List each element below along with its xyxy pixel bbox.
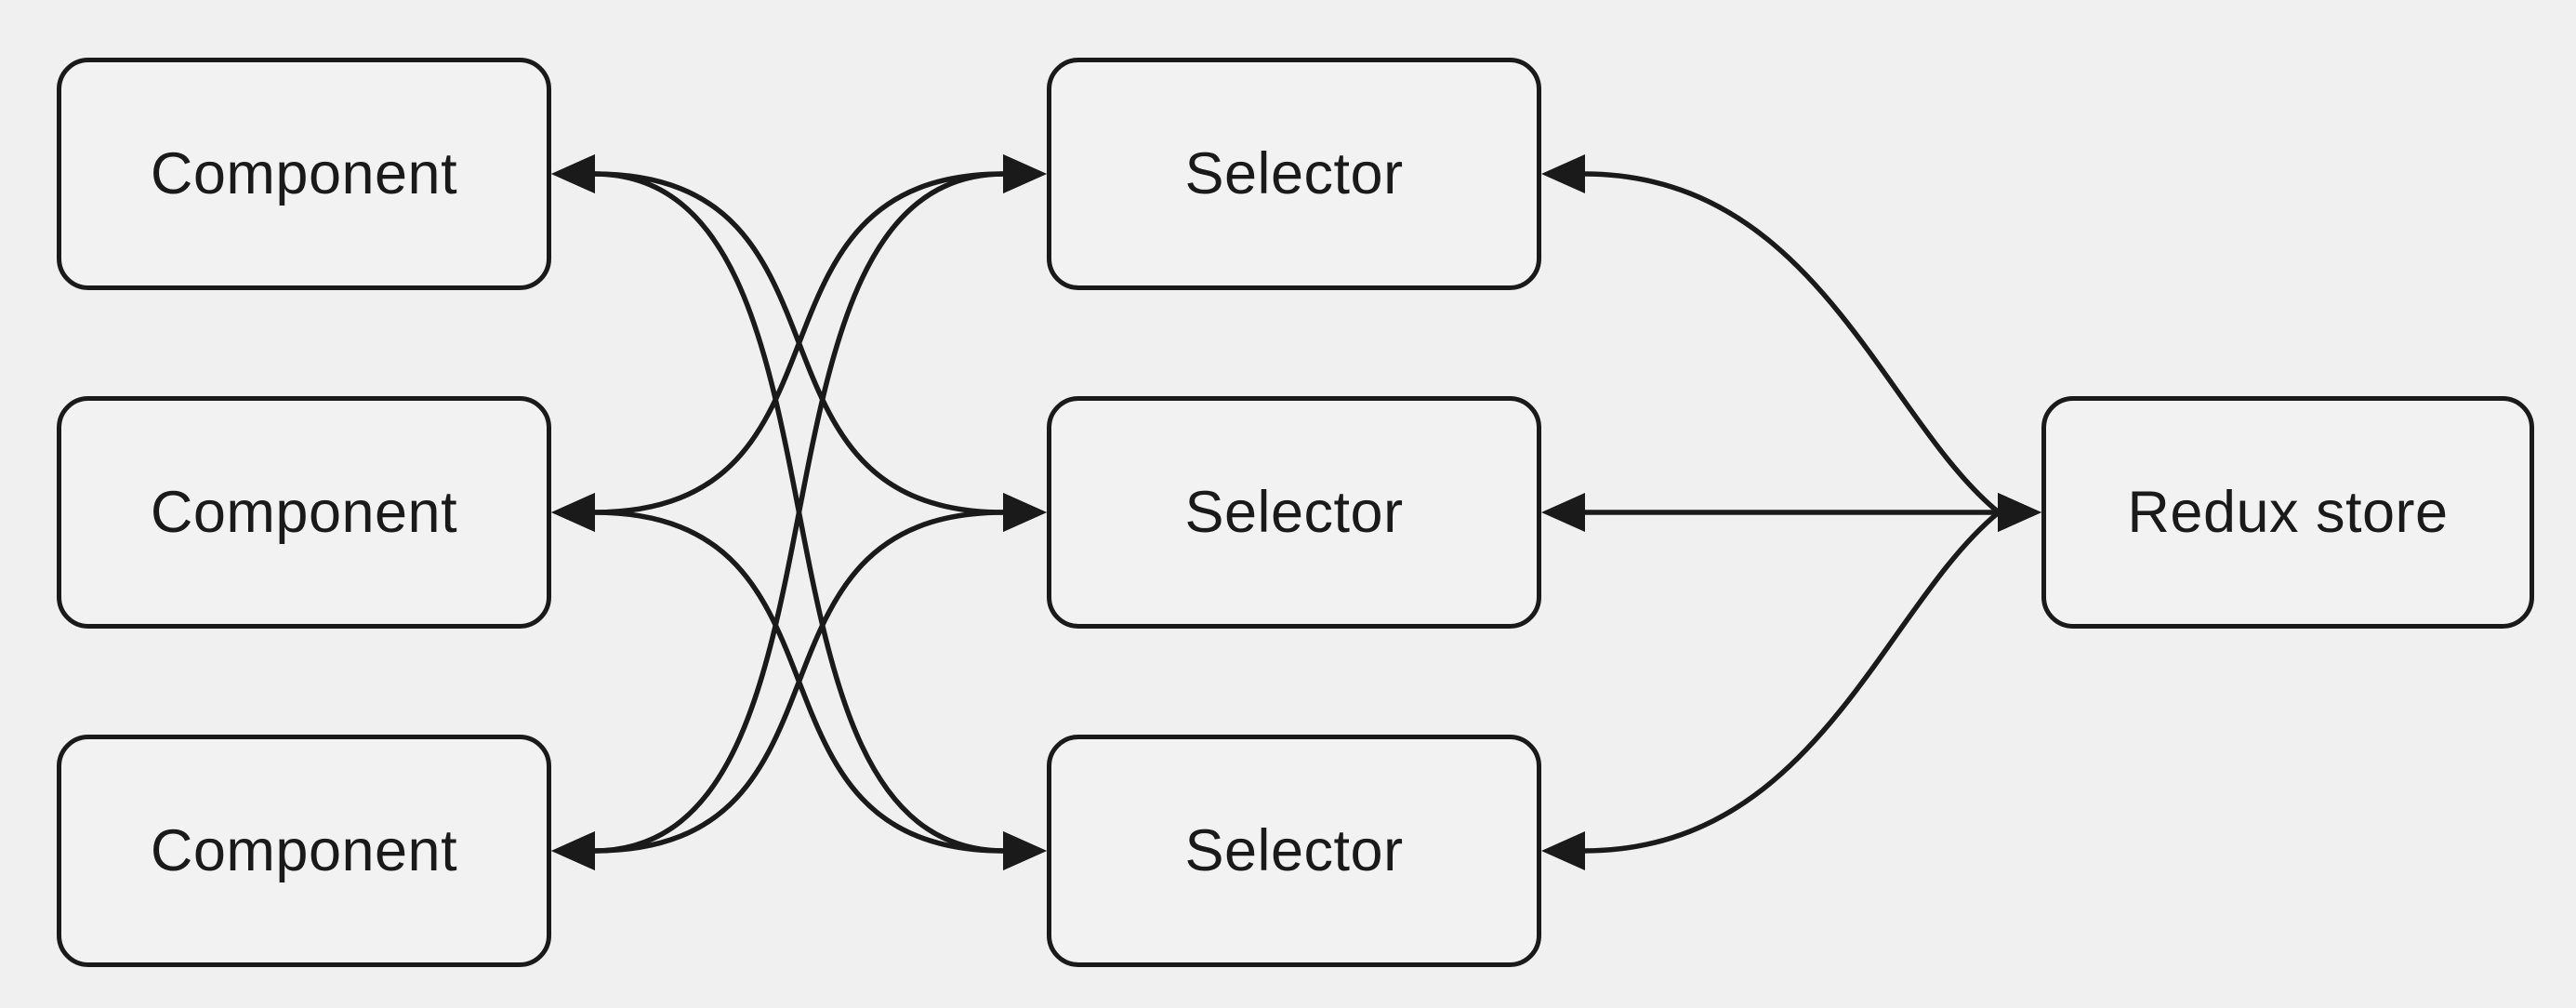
node-selector-1-label: Selector bbox=[1184, 141, 1404, 206]
node-component-2: Component bbox=[57, 396, 551, 629]
arrowhead-into-selector-1 bbox=[1541, 154, 1585, 193]
node-component-1: Component bbox=[57, 58, 551, 290]
node-selector-1: Selector bbox=[1047, 58, 1541, 290]
node-redux-store-label: Redux store bbox=[2127, 480, 2449, 545]
node-selector-2-label: Selector bbox=[1184, 480, 1404, 545]
node-component-1-label: Component bbox=[150, 141, 458, 206]
edges-group bbox=[551, 154, 2041, 870]
edge-component-2-selector-1 bbox=[593, 171, 1005, 515]
arrowhead-into-component-3 bbox=[551, 831, 595, 870]
edge-component-3-selector-2 bbox=[593, 510, 1005, 854]
arrowhead-into-selector-2 bbox=[1003, 493, 1047, 532]
arrowhead-into-selector-2 bbox=[1541, 493, 1585, 532]
edge-selector-3-redux-store bbox=[1583, 510, 2001, 854]
arrowhead-into-selector-3 bbox=[1003, 831, 1047, 870]
arrowhead-into-redux-store bbox=[1998, 493, 2041, 532]
node-redux-store: Redux store bbox=[2041, 396, 2534, 629]
arrowhead-into-selector-3 bbox=[1541, 831, 1585, 870]
arrowhead-into-component-1 bbox=[551, 154, 595, 193]
node-selector-2: Selector bbox=[1047, 396, 1541, 629]
node-selector-3: Selector bbox=[1047, 735, 1541, 967]
edge-component-3-selector-1 bbox=[593, 171, 1005, 854]
edge-selector-1-redux-store bbox=[1583, 171, 2001, 515]
node-component-2-label: Component bbox=[150, 480, 458, 545]
node-selector-3-label: Selector bbox=[1184, 818, 1404, 883]
node-component-3: Component bbox=[57, 735, 551, 967]
arrowhead-into-selector-1 bbox=[1003, 154, 1047, 193]
node-component-3-label: Component bbox=[150, 818, 458, 883]
arrowhead-into-component-2 bbox=[551, 493, 595, 532]
